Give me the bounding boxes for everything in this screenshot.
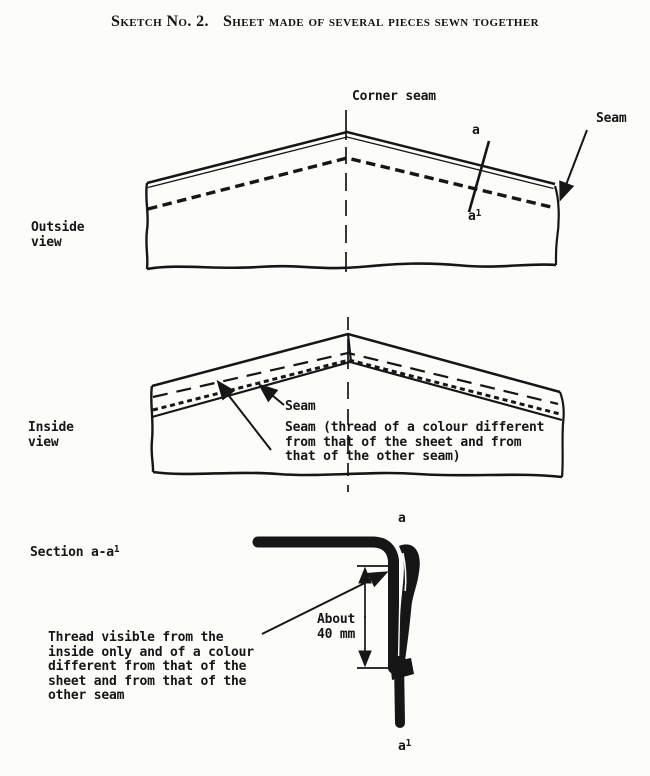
outside-a1-base: a <box>468 209 476 224</box>
outside-top-edge-outer <box>146 130 556 186</box>
inside-view-caption-line1: Inside <box>28 420 74 435</box>
inside-right-edge <box>558 391 565 478</box>
inside-view-drawing <box>150 317 565 492</box>
inside-seam-longdash-line <box>152 351 559 406</box>
outside-right-edge <box>553 185 560 266</box>
section-caption-base: Section a-a <box>30 545 114 560</box>
thread-note-line4: sheet and from that of the <box>48 673 247 689</box>
section-hem-flap <box>397 544 420 669</box>
inside-corner-fold <box>346 333 353 363</box>
thread-note-arrow <box>261 571 389 635</box>
section-mark-a: a <box>398 511 406 526</box>
outside-section-mark-a: a <box>472 123 480 138</box>
section-fold-gap-highlight <box>402 552 407 592</box>
inside-seam-label: Seam <box>285 399 316 414</box>
thread-note-line5: other seam <box>48 688 125 703</box>
section-caption-sup: 1 <box>113 544 120 555</box>
inside-seam-note-line2: from that of the sheet and from <box>285 434 522 450</box>
inside-bottom-edge <box>152 470 563 479</box>
page-title: Sketch No. 2. Sheet made of several piece… <box>0 13 650 31</box>
section-a1-sup: 1 <box>405 738 412 749</box>
inside-seam-dotted-line <box>152 358 561 416</box>
thread-note-line3: different from that of the <box>48 659 247 674</box>
section-mark-a1: a1 <box>398 738 412 755</box>
outside-seam-arrow <box>559 129 588 202</box>
section-drawing <box>252 536 420 728</box>
inside-seam-note-arrow <box>216 379 272 451</box>
outside-view-caption-line2: view <box>31 234 62 250</box>
section-hem-fold-end <box>390 658 414 680</box>
outside-top-edge-inner <box>147 136 554 190</box>
thread-note-line1: Thread visible from the <box>48 630 224 645</box>
outside-view-drawing <box>145 110 588 272</box>
outside-a1-sup: 1 <box>475 208 482 219</box>
inside-seam-note-line3: that of the other seam) <box>285 449 461 464</box>
dimension-label-line1: About <box>317 612 356 627</box>
inside-left-edge <box>150 385 155 473</box>
inside-seam-note-line1: Seam (thread of a colour different <box>285 420 545 435</box>
section-caption: Section a-a1 <box>30 544 120 561</box>
section-sheet-bar <box>252 536 399 674</box>
outside-left-edge <box>145 182 149 270</box>
inside-seam-arrow <box>257 383 285 406</box>
section-fold-gap-highlight-2 <box>397 599 401 657</box>
page-title-text: Sheet made of several pieces sewn togeth… <box>222 13 539 30</box>
corner-seam-label: Corner seam <box>352 89 436 104</box>
inside-view-caption-line2: view <box>28 434 59 450</box>
outside-view-caption-line1: Outside <box>31 220 85 235</box>
outside-bottom-edge <box>146 262 557 271</box>
thread-note-line2: inside only and of a colour <box>48 644 254 660</box>
section-a1-base: a <box>398 739 406 754</box>
outside-seam-dashed-line <box>147 156 552 211</box>
outside-section-cut-line <box>467 140 491 213</box>
outside-seam-label: Seam <box>596 111 627 126</box>
page-title-number: Sketch No. 2. <box>111 13 209 30</box>
dimension-label-line2: 40 mm <box>317 626 356 642</box>
outside-section-mark-a1: a1 <box>468 208 482 225</box>
